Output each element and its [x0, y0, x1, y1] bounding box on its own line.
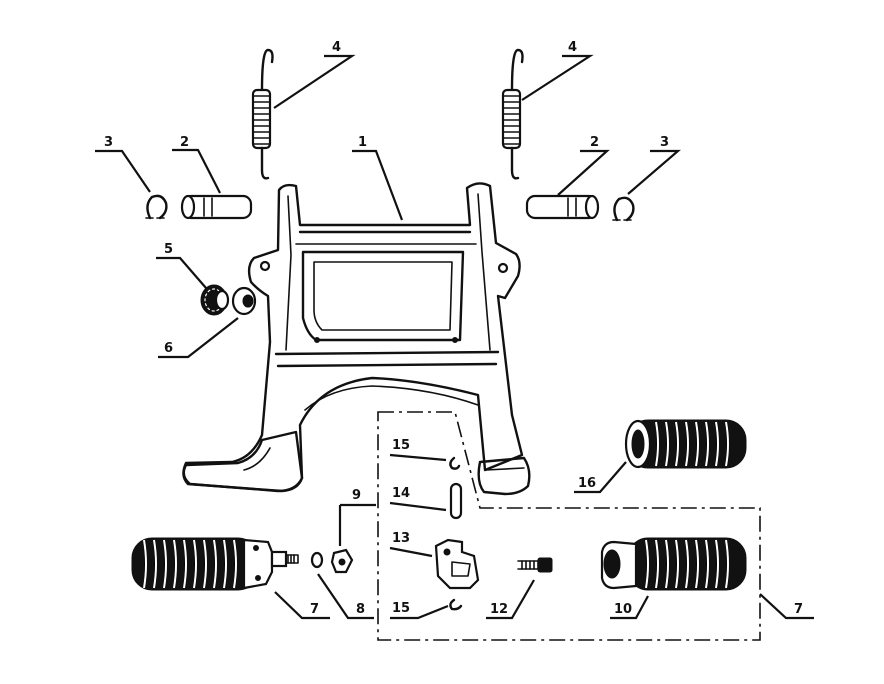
callout-13: 13	[392, 531, 410, 546]
callout-7-right: 7	[794, 602, 803, 617]
mounting-bolt	[517, 557, 553, 573]
callout-14: 14	[392, 486, 410, 501]
circlip-left	[145, 194, 168, 220]
circlip-right	[612, 196, 635, 222]
callout-2-left: 2	[180, 135, 189, 150]
rubber-buffer	[200, 284, 230, 316]
retaining-clip-lower	[449, 598, 463, 611]
callout-3-right: 3	[660, 135, 669, 150]
spacer-washer	[231, 286, 257, 316]
rubber-sleeve	[624, 419, 747, 469]
footrest-assembly-left	[131, 537, 299, 591]
callout-12: 12	[490, 602, 508, 617]
assembly-boundary	[377, 411, 761, 641]
callout-2-right: 2	[590, 135, 599, 150]
thrust-washer	[310, 551, 324, 569]
pivot-pin-left	[180, 194, 253, 220]
return-spring-right	[501, 48, 524, 180]
pivot-pin-right	[525, 194, 600, 220]
leader-lines	[95, 54, 814, 620]
return-spring-left	[251, 48, 274, 180]
callout-15-upper: 15	[392, 438, 410, 453]
callout-labels: 1 2 2 3 3 4 4 5 6 7 7 8 9 10 12 13 14 15…	[104, 40, 803, 617]
footrest-right	[600, 537, 747, 591]
callout-10: 10	[614, 602, 632, 617]
hinge-pin	[449, 482, 463, 520]
callout-7-left: 7	[310, 602, 319, 617]
callout-1: 1	[358, 135, 367, 150]
callout-5: 5	[164, 242, 173, 257]
callout-4-left: 4	[332, 40, 341, 55]
callout-8: 8	[356, 602, 365, 617]
callout-4-right: 4	[568, 40, 577, 55]
callout-9: 9	[352, 488, 361, 503]
callout-16: 16	[578, 476, 596, 491]
hex-nut	[330, 548, 354, 574]
callout-6: 6	[164, 341, 173, 356]
retaining-clip-upper	[449, 456, 461, 470]
center-stand-frame	[182, 182, 531, 496]
callout-3-left: 3	[104, 135, 113, 150]
callout-15-lower: 15	[392, 601, 410, 616]
footrest-bracket	[434, 538, 480, 590]
